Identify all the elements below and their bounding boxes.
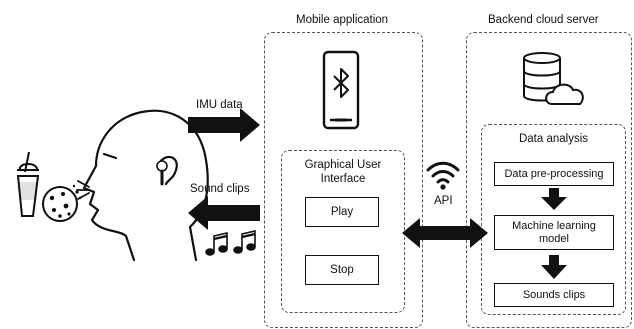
imu-data-label: IMU data [196,99,243,111]
sound-clips-label: Sound clips [190,183,250,195]
sounds-clips-label: Sounds clips [522,288,586,301]
bluetooth-icon [333,68,349,98]
data-analysis-panel [481,124,626,315]
mobile-application-title: Mobile application [296,14,389,26]
api-label: API [434,195,453,207]
drink-cup-icon [16,151,40,217]
down-arrow-1 [541,188,567,210]
imu-data-arrow [188,108,260,142]
down-arrow-2 [541,255,567,279]
mobile-application-panel [264,32,423,328]
gui-title-line1: Graphical User [304,159,382,171]
wifi-icon [426,161,460,190]
data-analysis-title: Data analysis [518,133,589,145]
data-preprocessing-label: Data pre-processing [504,167,604,180]
bluetooth-phone-icon [322,50,360,130]
cookie-icon [42,184,82,222]
backend-server-title: Backend cloud server [488,14,599,26]
music-notes-icon [205,229,256,256]
person-head-icon [82,109,209,262]
database-cloud-icon [523,52,584,105]
gui-title: Graphical User Interface [281,158,405,186]
backend-server-panel [466,32,632,328]
earbud-icon [156,160,168,186]
machine-learning-label: Machine learning model [512,219,596,245]
machine-learning-step: Machine learning model [494,215,614,250]
stop-button[interactable]: Stop [305,255,379,285]
api-double-arrow [402,218,488,248]
sound-clips-arrow [188,196,260,230]
data-preprocessing-step: Data pre-processing [494,162,614,186]
gui-title-line2: Interface [320,173,366,185]
sounds-clips-step: Sounds clips [494,283,614,307]
play-button[interactable]: Play [305,197,379,227]
